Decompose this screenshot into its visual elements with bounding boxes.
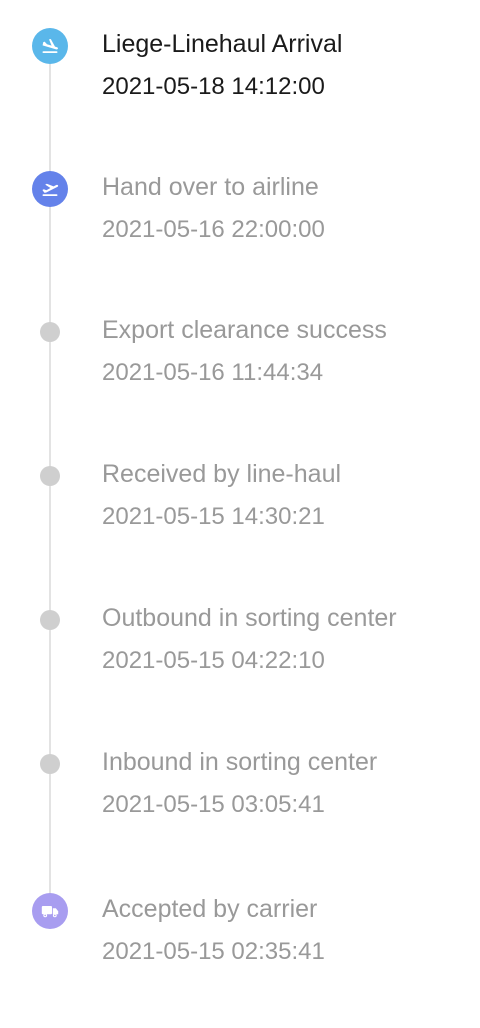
event-title: Liege-Linehaul Arrival [102,30,343,58]
truck-icon [32,893,68,929]
event-title: Hand over to airline [102,173,319,201]
dot-icon [40,322,60,342]
event-time: 2021-05-15 14:30:21 [102,503,325,530]
timeline-event-carrier-accepted: Accepted by carrier 2021-05-15 02:35:41 [0,893,480,1001]
timeline-event-arrival: Liege-Linehaul Arrival 2021-05-18 14:12:… [0,28,480,136]
event-time: 2021-05-16 11:44:34 [102,359,324,386]
dot-icon [40,754,60,774]
event-time: 2021-05-15 02:35:41 [102,938,325,965]
plane-departure-icon [32,171,68,207]
event-title: Accepted by carrier [102,895,318,923]
timeline-event-sorting-outbound: Outbound in sorting center 2021-05-15 04… [0,604,480,710]
event-title: Outbound in sorting center [102,604,397,632]
event-title: Received by line-haul [102,460,342,488]
dot-icon [40,610,60,630]
event-time: 2021-05-15 04:22:10 [102,647,325,674]
event-time: 2021-05-18 14:12:00 [102,73,325,100]
timeline-event-sorting-inbound: Inbound in sorting center 2021-05-15 03:… [0,748,480,854]
event-title: Inbound in sorting center [102,748,378,776]
dot-icon [40,466,60,486]
timeline-event-linehaul-received: Received by line-haul 2021-05-15 14:30:2… [0,460,480,566]
timeline-event-export-clearance: Export clearance success 2021-05-16 11:4… [0,316,480,422]
event-time: 2021-05-16 22:00:00 [102,216,325,243]
event-title: Export clearance success [102,316,387,344]
event-time: 2021-05-15 03:05:41 [102,791,325,818]
plane-landing-icon [32,28,68,64]
timeline-event-airline-handover: Hand over to airline 2021-05-16 22:00:00 [0,171,480,279]
